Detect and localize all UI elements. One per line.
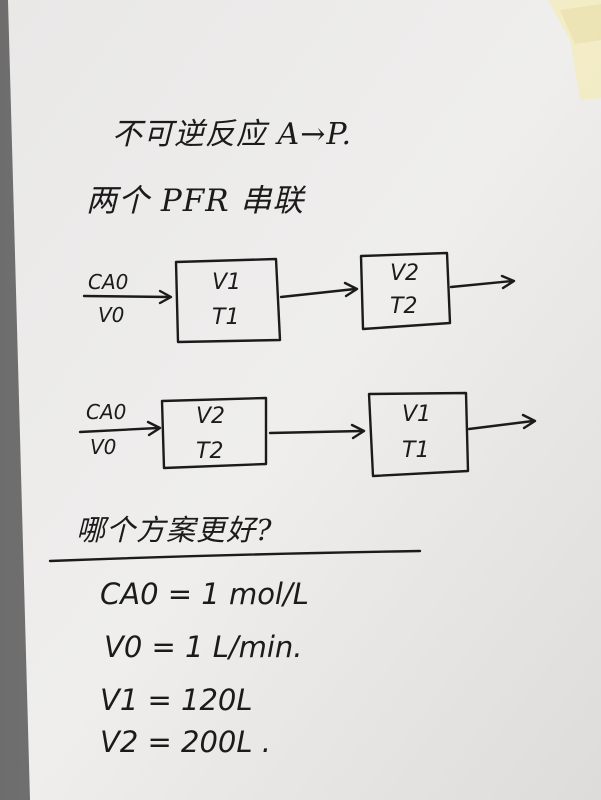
- scheme1-reactor2-box: [359, 251, 452, 331]
- given-v0: V0 = 1 L/min.: [104, 630, 303, 664]
- scheme2-reactor1-box: [160, 396, 268, 470]
- scheme1-reactor1-temp: T1: [212, 305, 240, 330]
- problem-subtitle: 两个 PFR 串联: [86, 183, 305, 219]
- given-ca0: CA0 = 1 mol/L: [100, 577, 309, 611]
- scheme1-link-arrow: [279, 287, 357, 299]
- scheme1-reactor1-box: [174, 257, 282, 344]
- scheme2-outlet-arrow: [467, 419, 535, 431]
- scheme2-reactor2-volume: V1: [402, 402, 432, 427]
- paper-sheet: [8, 0, 601, 800]
- scheme1-reactor2-volume: V2: [390, 261, 420, 286]
- scheme2-reactor1-temp: T2: [196, 439, 224, 464]
- scheme2-link-arrow: [268, 429, 364, 435]
- question-text: 哪个方案更好?: [76, 513, 273, 547]
- scheme1-inlet-arrow: [82, 294, 172, 299]
- scheme2-reactor1-volume: V2: [196, 404, 226, 429]
- scheme-2-diagram: [78, 391, 537, 478]
- divider-line: [48, 549, 422, 563]
- scheme2-inlet-ca-label: CA0: [86, 400, 127, 424]
- given-v1: V1 = 120L: [100, 683, 253, 717]
- scheme2-reactor2-box: [367, 391, 470, 478]
- scheme1-reactor2-temp: T2: [390, 294, 418, 319]
- scheme1-reactor1-volume: V1: [212, 270, 242, 295]
- scheme-1-diagram: [82, 251, 516, 344]
- scheme1-outlet-arrow: [449, 279, 514, 289]
- scheme2-reactor2-temp: T1: [402, 438, 430, 463]
- given-v2: V2 = 200L .: [100, 725, 271, 759]
- scheme1-inlet-ca-label: CA0: [88, 270, 129, 294]
- scheme2-inlet-v-label: V0: [90, 435, 117, 459]
- scheme2-inlet-arrow: [78, 426, 160, 434]
- scheme1-inlet-v-label: V0: [98, 303, 125, 327]
- problem-title: 不可逆反应 A→P.: [112, 117, 352, 152]
